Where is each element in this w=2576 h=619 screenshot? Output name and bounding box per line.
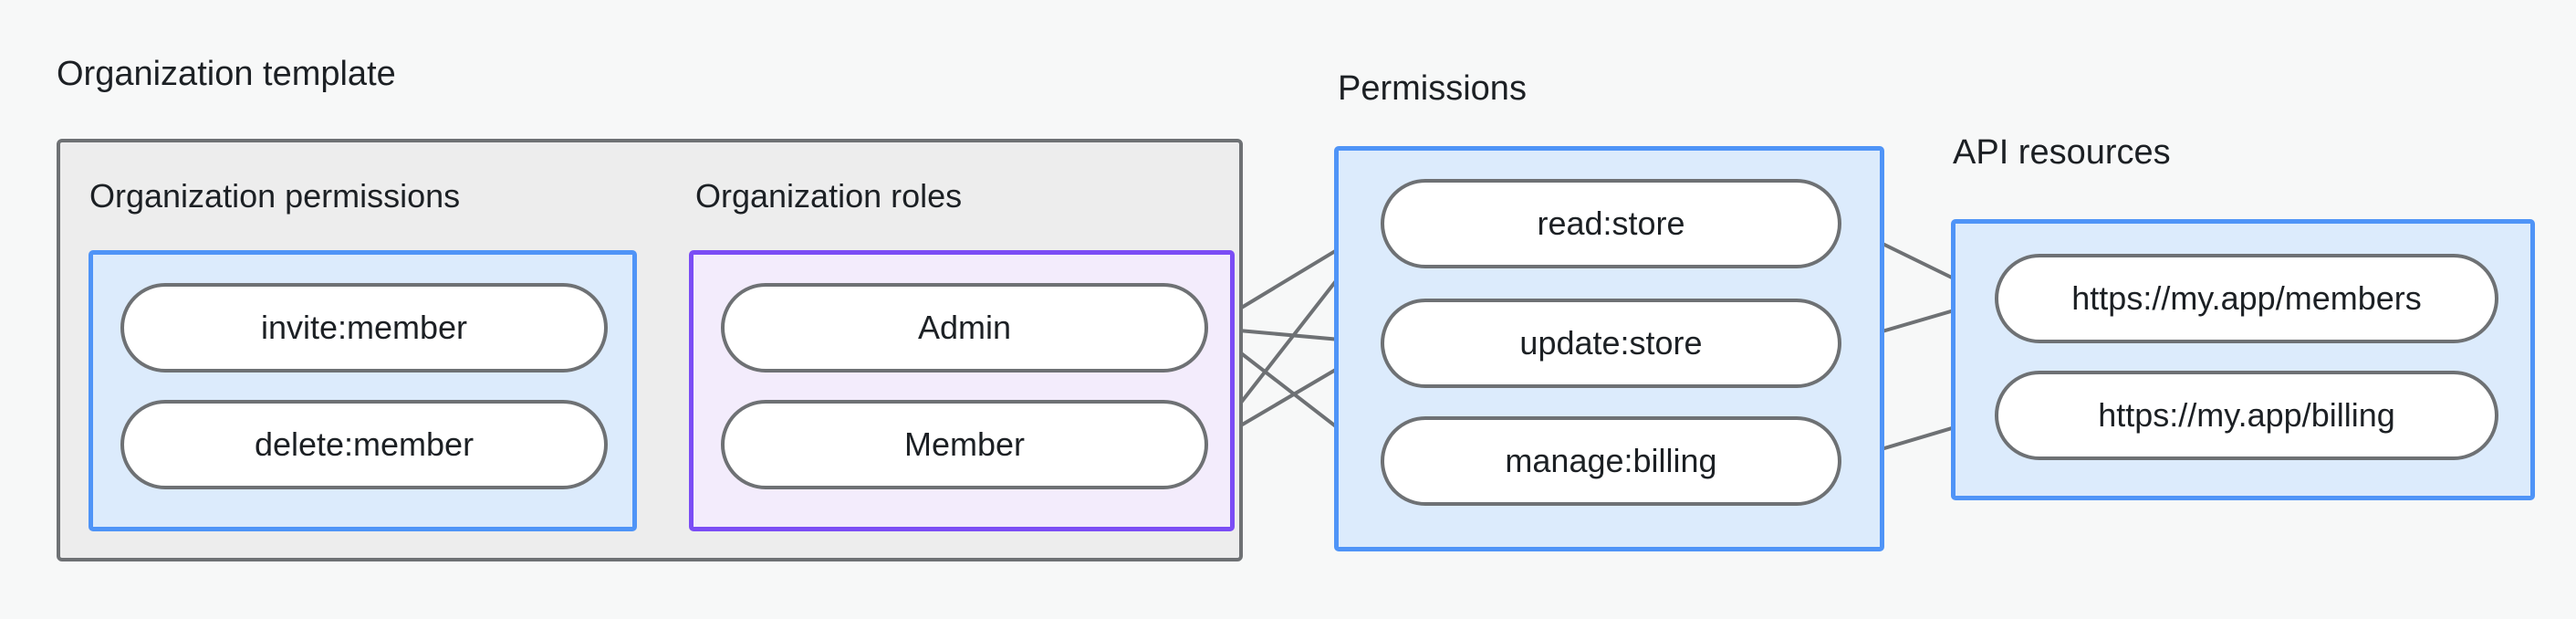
- node-api-resource-members[interactable]: https://my.app/members: [1995, 254, 2498, 343]
- subgroup-title-organization-permissions: Organization permissions: [89, 177, 461, 215]
- group-title-organization-template: Organization template: [57, 55, 396, 93]
- node-admin[interactable]: Admin: [721, 283, 1208, 372]
- subgroup-title-organization-roles: Organization roles: [695, 177, 963, 215]
- group-title-permissions: Permissions: [1338, 69, 1527, 108]
- node-invite-member[interactable]: invite:member: [120, 283, 608, 372]
- node-update-store[interactable]: update:store: [1381, 299, 1841, 388]
- node-member[interactable]: Member: [721, 400, 1208, 489]
- node-api-resource-billing[interactable]: https://my.app/billing: [1995, 371, 2498, 460]
- node-manage-billing[interactable]: manage:billing: [1381, 416, 1841, 506]
- group-title-api-resources: API resources: [1953, 133, 2171, 172]
- node-read-store[interactable]: read:store: [1381, 179, 1841, 268]
- node-delete-member[interactable]: delete:member: [120, 400, 608, 489]
